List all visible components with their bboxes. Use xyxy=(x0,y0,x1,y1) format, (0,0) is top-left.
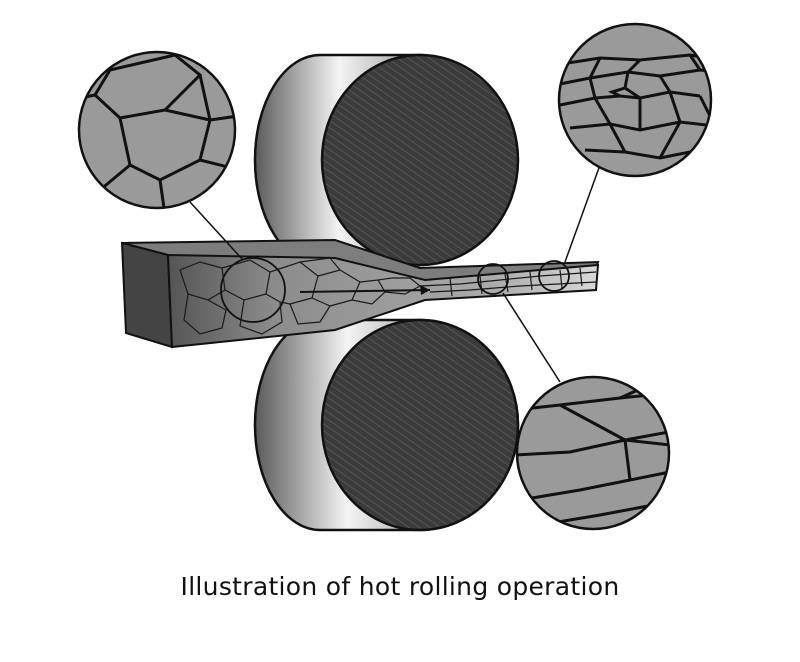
upper-roll xyxy=(253,53,520,267)
leader-lines xyxy=(189,164,601,383)
slab-end-face xyxy=(120,241,174,349)
sample-circle-recrystallizing xyxy=(477,263,509,295)
grain-structure-zoom-recrystallizing xyxy=(515,375,671,531)
workpiece-slab xyxy=(120,238,600,349)
upper-roll-face xyxy=(320,53,520,267)
sample-circle-initial xyxy=(220,257,286,323)
grain-structure-zoom-rolled xyxy=(557,22,713,178)
sample-circle-rolled xyxy=(538,260,570,292)
lower-roll xyxy=(253,318,520,532)
figure-caption: Illustration of hot rolling operation xyxy=(180,572,620,601)
slab-front-face xyxy=(166,253,600,349)
rolling-direction-arrow xyxy=(299,289,431,293)
grain-structure-zoom-initial xyxy=(77,50,237,210)
lower-roll-face xyxy=(320,318,520,532)
slab-grain-lines xyxy=(179,257,597,335)
